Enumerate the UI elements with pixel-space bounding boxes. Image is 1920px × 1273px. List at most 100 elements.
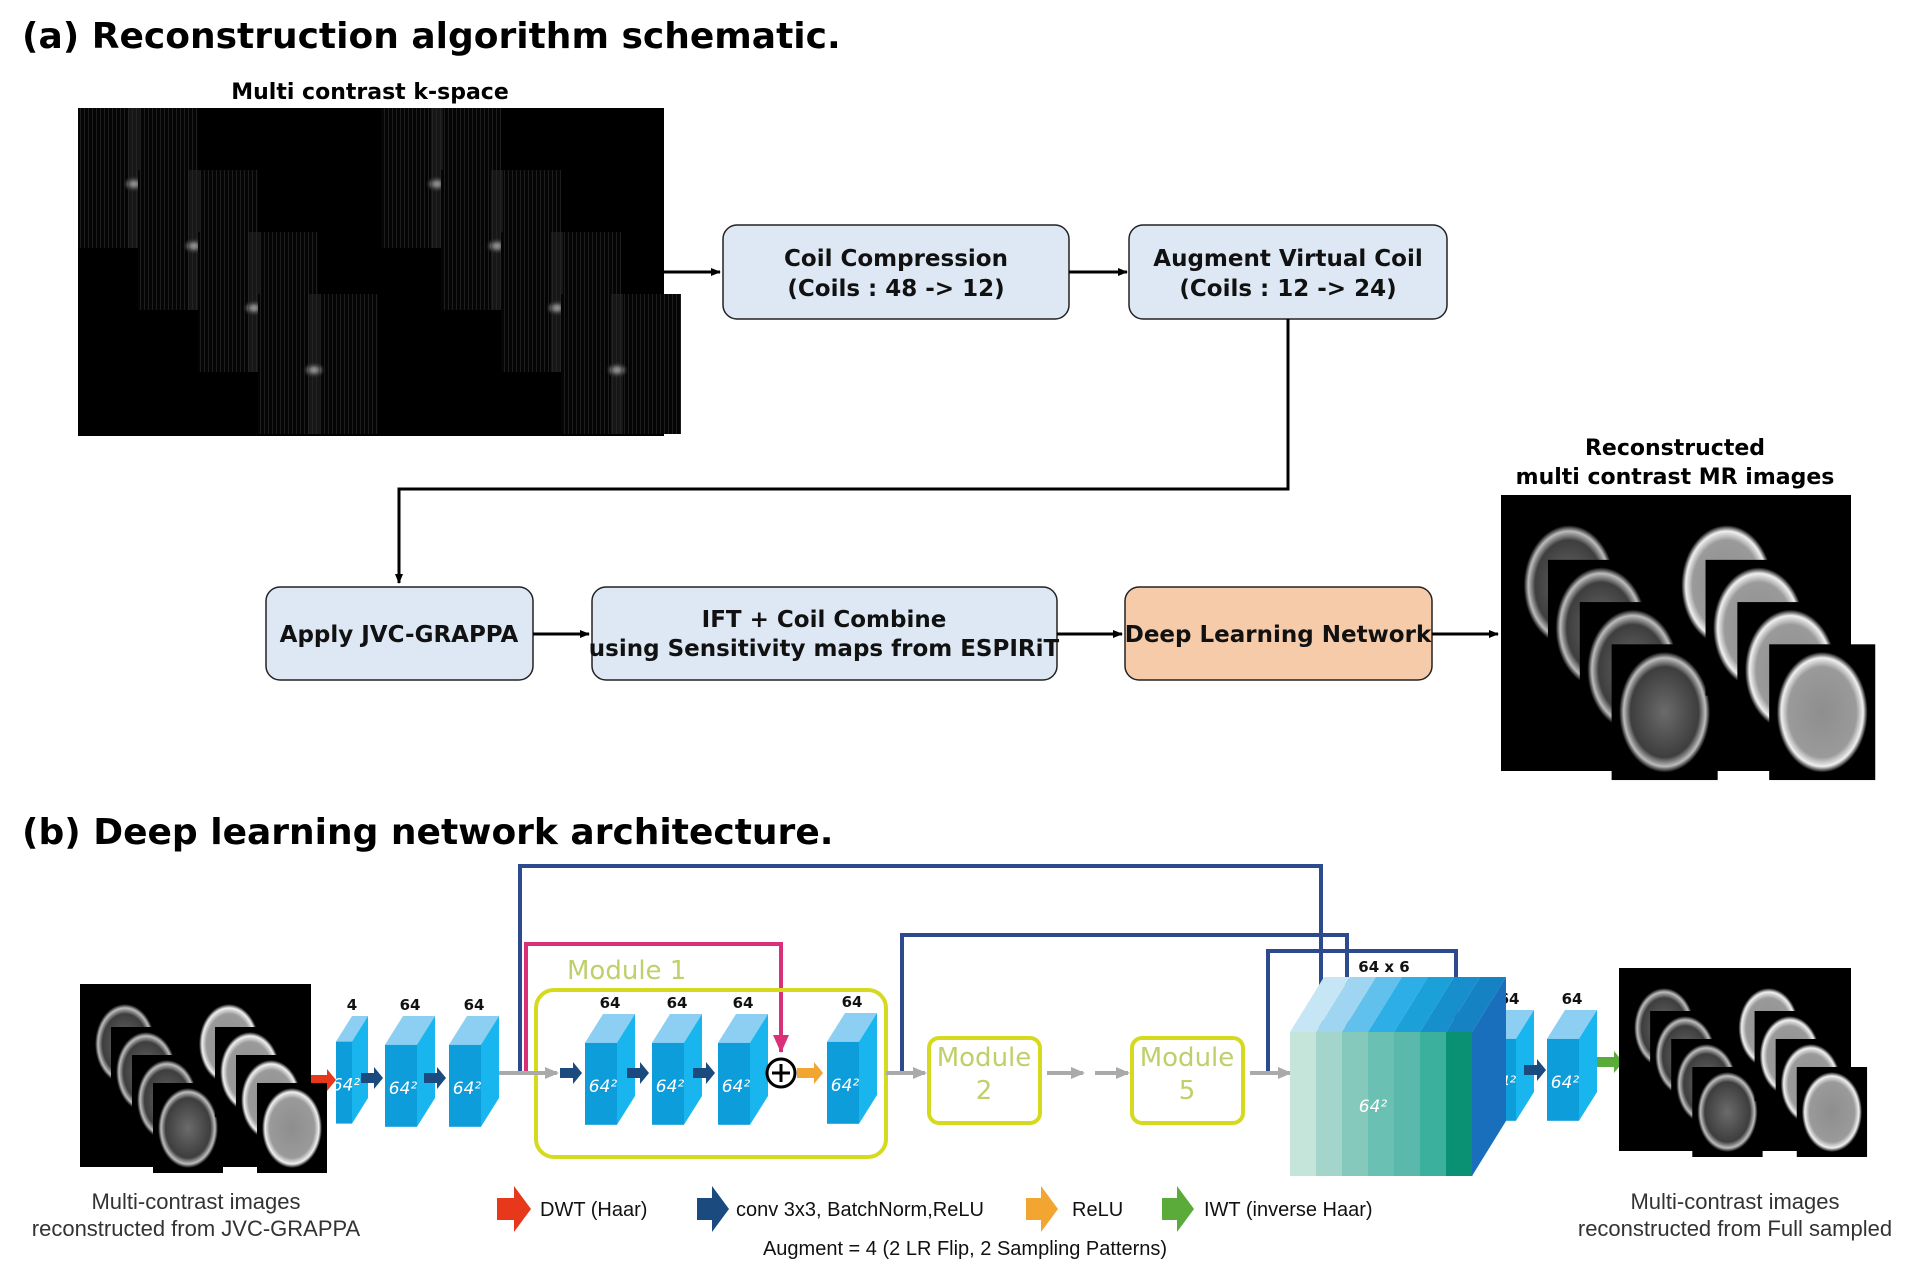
output-label-line1: Reconstructed <box>1585 436 1765 461</box>
apply-jvc-grappa-box[interactable]: Apply JVC-GRAPPA <box>265 586 534 681</box>
ift-line1: IFT + Coil Combine <box>702 607 947 633</box>
kspace-image <box>78 108 681 436</box>
block-channel-label: 64 <box>842 993 863 1011</box>
mr-slice <box>1776 651 1868 773</box>
module-2-label-line1: Module <box>937 1043 1032 1073</box>
kspace-column <box>128 108 140 248</box>
reconstructed-mr-image <box>1501 495 1876 781</box>
kspace-column <box>491 170 503 310</box>
block-front <box>718 1042 750 1125</box>
conv-arrow-icon <box>560 1062 582 1084</box>
kspace-column <box>431 108 443 248</box>
block-channel-label: 64 <box>1562 990 1583 1008</box>
block-out-conv-2: 64² 64 <box>1547 990 1597 1121</box>
block-size-label: 64² <box>831 1076 860 1096</box>
section-a-title: (a) Reconstruction algorithm schematic. <box>22 16 841 57</box>
concat-top-stripe <box>1394 977 1454 1032</box>
block-front <box>652 1042 684 1125</box>
block-side <box>1579 1010 1597 1121</box>
augment-line2: (Coils : 12 -> 24) <box>1179 276 1396 302</box>
green-arrow-icon <box>1162 1186 1194 1232</box>
block-channel-label: 64 <box>667 994 688 1012</box>
skip-connection-1 <box>518 864 1330 1090</box>
ift-coil-combine-box[interactable]: IFT + Coil Combine using Sensitivity map… <box>589 586 1060 681</box>
block-module1-out: 64² 64 <box>827 993 877 1124</box>
block-top <box>336 1016 368 1042</box>
deep-learning-network-box[interactable]: Deep Learning Network <box>1124 586 1433 681</box>
concat-front-stripe <box>1446 1032 1473 1176</box>
input-caption-line2: reconstructed from JVC-GRAPPA <box>32 1216 361 1241</box>
augment-virtual-coil-box[interactable]: Augment Virtual Coil (Coils : 12 -> 24) <box>1128 224 1448 320</box>
block-size-label: 64² <box>1551 1073 1580 1093</box>
dwt-arrow-icon <box>310 1069 336 1091</box>
concat-size-label: 64² <box>1359 1097 1388 1117</box>
block-side <box>352 1016 368 1124</box>
red-arrow-icon <box>497 1186 531 1232</box>
block-top <box>718 1014 768 1043</box>
coil-compression-line1: Coil Compression <box>784 246 1008 272</box>
concat-front-stripe <box>1316 1032 1343 1176</box>
conv-arrow-icon <box>361 1067 383 1089</box>
network-blocks: 64²464²6464²6464²6464²6464²6464²6464²646… <box>310 990 1623 1127</box>
block-size-label: 64² <box>656 1077 685 1097</box>
mr-slice <box>1697 1072 1758 1152</box>
block-top <box>449 1016 499 1045</box>
augment-line1: Augment Virtual Coil <box>1153 246 1422 272</box>
kspace-column <box>308 294 320 434</box>
block-channel-label: 64 <box>400 996 421 1014</box>
block-channel-label: 64 <box>464 996 485 1014</box>
legend-item-conv: conv 3x3, BatchNorm,ReLU <box>697 1186 984 1232</box>
module-2-box[interactable]: Module 2 <box>927 1036 1042 1125</box>
block-size-label: 64² <box>389 1079 418 1099</box>
block-size-label: 64² <box>453 1079 482 1099</box>
input-caption-line1: Multi-contrast images <box>91 1189 300 1214</box>
block-side <box>481 1016 499 1127</box>
legend-item-dwt: DWT (Haar) <box>497 1186 647 1232</box>
block-side <box>859 1013 877 1124</box>
mr-slice <box>1619 651 1711 773</box>
augment-note: Augment = 4 (2 LR Flip, 2 Sampling Patte… <box>763 1238 1167 1260</box>
block-top <box>1547 1010 1597 1039</box>
output-mr-image <box>1619 968 1868 1157</box>
legend-label-conv: conv 3x3, BatchNorm,ReLU <box>736 1199 984 1221</box>
kspace-column <box>551 232 563 372</box>
block-top <box>652 1014 702 1043</box>
block-module1-conv-1: 64² 64 <box>585 994 635 1125</box>
concat-front-stripe <box>1290 1032 1317 1176</box>
block-top <box>585 1014 635 1043</box>
ift-line2: using Sensitivity maps from ESPIRiT <box>589 636 1060 662</box>
coil-compression-line2: (Coils : 48 -> 12) <box>787 276 1004 302</box>
input-mr-image <box>80 984 327 1173</box>
kspace-column <box>611 294 623 434</box>
apply-jvc-label: Apply JVC-GRAPPA <box>280 622 519 648</box>
conv-arrow-icon <box>1524 1059 1546 1081</box>
sum-node-icon <box>765 1057 797 1089</box>
concat-top-stripe <box>1446 977 1506 1032</box>
block-channel-label: 64 <box>733 994 754 1012</box>
concat-top-stripe <box>1368 977 1428 1032</box>
concat-top-stripe <box>1316 977 1376 1032</box>
concat-front-stripe <box>1368 1032 1395 1176</box>
block-side <box>417 1016 435 1127</box>
coil-compression-box[interactable]: Coil Compression (Coils : 48 -> 12) <box>722 224 1070 320</box>
concat-channel-label: 64 x 6 <box>1358 958 1409 976</box>
output-label-line2: multi contrast MR images <box>1516 465 1835 490</box>
legend-item-iwt: IWT (inverse Haar) <box>1162 1186 1373 1232</box>
arrow-augment-to-apply <box>395 319 1290 584</box>
mr-slice <box>262 1088 322 1168</box>
mr-slice <box>158 1088 218 1168</box>
block-channel-label: 64 <box>600 994 621 1012</box>
block-conv-1: 64² 64 <box>385 996 435 1127</box>
module-5-box[interactable]: Module 5 <box>1130 1036 1245 1125</box>
kspace-label: Multi contrast k-space <box>231 80 509 105</box>
legend-item-relu: ReLU <box>1026 1186 1123 1232</box>
concat-front-stripe <box>1420 1032 1447 1176</box>
block-front <box>1547 1038 1579 1121</box>
block-size-label: 64² <box>589 1077 618 1097</box>
dl-label: Deep Learning Network <box>1125 622 1432 648</box>
mr-slice <box>1801 1072 1863 1152</box>
iwt-arrow-icon <box>1597 1051 1623 1073</box>
block-conv-2: 64² 64 <box>449 996 499 1127</box>
